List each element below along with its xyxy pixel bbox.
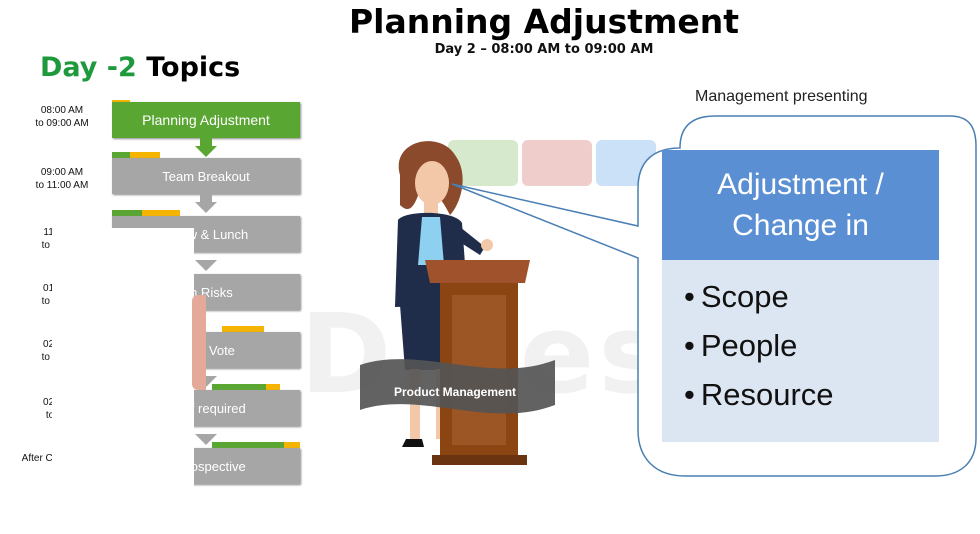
- flow-arrow-icon: [195, 376, 217, 387]
- page-subtitle: Day 2 – 08:00 AM to 09:00 AM: [434, 42, 654, 57]
- background-block: [522, 140, 592, 186]
- step-progress-bar: [212, 442, 284, 448]
- banner-label: Product Management: [394, 385, 517, 399]
- banner-ribbon: [360, 359, 555, 414]
- step-progress-bar: [130, 152, 160, 158]
- heading-line: Adjustment /: [717, 168, 884, 201]
- flow-arrow-icon: [195, 260, 217, 271]
- flow-arrow-icon: [195, 146, 217, 157]
- time-label: 11:to 0: [41, 227, 59, 251]
- presenter-illustration: [360, 141, 555, 465]
- flow-arrow-stem: [200, 138, 212, 146]
- shoe-shape: [402, 439, 424, 447]
- heading-line: Change in: [732, 209, 869, 242]
- time-label: After Co: [21, 453, 59, 464]
- step-progress-bar: [142, 210, 180, 216]
- flow-arrow-icon: [195, 202, 217, 213]
- time-label: 01:to 0: [41, 283, 59, 307]
- step-progress-bar: [266, 384, 280, 390]
- time-label: 02:to 0: [41, 339, 59, 363]
- change-card-heading: Adjustment / Change in: [662, 150, 939, 260]
- list-item-resource: Resource: [684, 370, 939, 419]
- list-item-scope: Scope: [684, 272, 939, 321]
- time-label: 02:to: [43, 397, 57, 421]
- hand-shape: [481, 239, 493, 251]
- page-title: Planning Adjustment: [348, 2, 740, 41]
- day-heading-prefix: Day -2: [40, 52, 137, 83]
- redaction-overlay: [52, 228, 194, 534]
- shirt-shape: [418, 217, 444, 265]
- day-heading: Day -2 Topics: [40, 52, 240, 83]
- step-progress-bar: [112, 210, 142, 216]
- step-progress-bar: [222, 326, 264, 332]
- flow-step-team-breakout: Team Breakout: [112, 158, 300, 194]
- step-progress-bar: [284, 442, 300, 448]
- step-progress-bar: [212, 384, 266, 390]
- flow-arrow-stem: [200, 194, 212, 202]
- step-progress-bar: [112, 152, 130, 158]
- face-shape: [415, 161, 449, 205]
- callout-caption: Management presenting: [695, 88, 868, 105]
- arm-shape: [455, 227, 485, 255]
- day-heading-suffix: Topics: [146, 52, 241, 83]
- partially-hidden-image: [192, 295, 206, 390]
- flow-step-planning-adjustment: Planning Adjustment: [112, 102, 300, 138]
- list-item-people: People: [684, 321, 939, 370]
- change-list: Scope People Resource: [662, 260, 939, 419]
- flow-arrow-icon: [195, 434, 217, 445]
- podium-base: [432, 455, 527, 465]
- change-card: Adjustment / Change in Scope People Reso…: [662, 150, 939, 442]
- podium-top: [425, 260, 530, 283]
